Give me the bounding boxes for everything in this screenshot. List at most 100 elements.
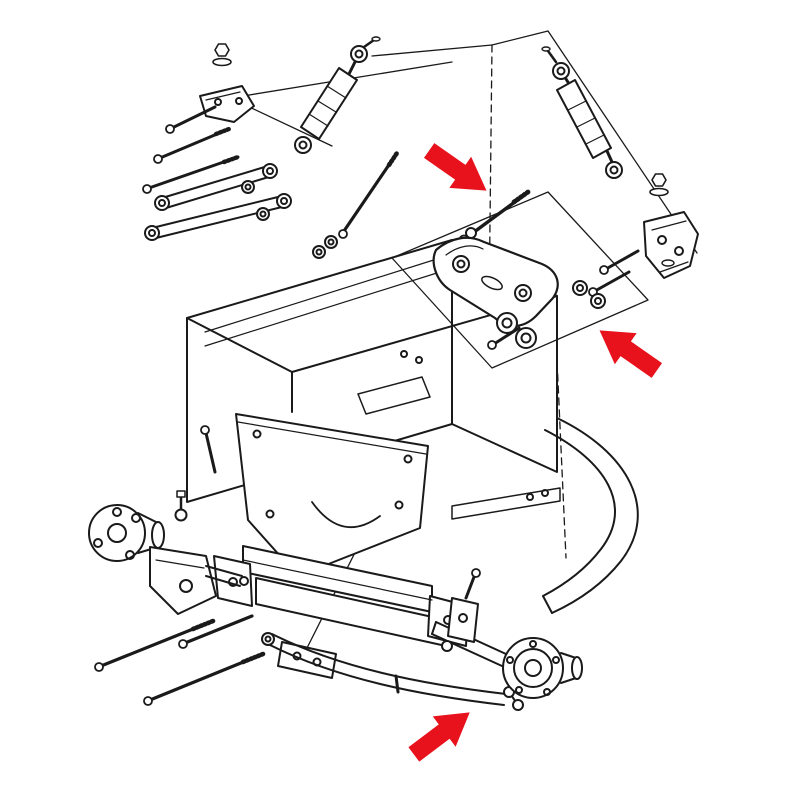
bolt-threads: [386, 150, 400, 168]
bracket-fold: [445, 245, 484, 256]
wheel-stud: [543, 688, 551, 696]
center-long-bolt: [312, 150, 400, 259]
leader-line: [242, 103, 333, 147]
bracket-hole: [657, 235, 667, 245]
spring-mount-plate: [277, 641, 337, 679]
arrow-shape: [408, 712, 470, 762]
bolt-head: [143, 696, 153, 706]
hub-cylinder-end: [571, 656, 583, 680]
washer: [256, 207, 270, 221]
washer-bore: [259, 210, 267, 218]
rail-outer-edge: [551, 417, 639, 614]
bolt-head: [153, 154, 163, 164]
hub-flange: [502, 637, 564, 699]
frame-crossmember: [213, 545, 469, 679]
plate-hole: [252, 429, 262, 439]
tie-rod-end: [441, 640, 453, 652]
axle-beam-edge: [431, 633, 503, 667]
bolt-head: [200, 425, 210, 435]
spindle-hole: [179, 579, 193, 593]
lock-nut: [651, 173, 667, 187]
shock-body: [300, 67, 358, 140]
front-shock-absorber-right: [541, 46, 623, 179]
shock-rod: [347, 60, 357, 76]
line-art: [88, 30, 699, 711]
bushing: [515, 327, 537, 349]
hub-center: [524, 659, 542, 677]
shock-rib: [308, 113, 329, 127]
wheel-stud: [93, 538, 103, 548]
bracket-slot: [661, 259, 675, 267]
bolt-head: [165, 124, 175, 134]
curved-frame-rail: [451, 417, 639, 614]
bracket-eye-bore: [518, 288, 528, 298]
washer: [324, 235, 338, 249]
washer-bore: [315, 248, 323, 256]
lower-mounting-bolts: [94, 614, 266, 706]
plate-hole: [394, 500, 404, 510]
bolt-head: [599, 265, 609, 275]
shock-rib: [317, 100, 337, 113]
washer: [590, 293, 606, 309]
bracket-slot: [481, 275, 503, 291]
bolt-shaft: [604, 249, 640, 271]
hub-center: [107, 523, 127, 543]
shock-mount-bracket-assembly: [391, 189, 649, 369]
rail-hole: [541, 489, 549, 497]
shock-rib: [576, 117, 596, 128]
nut-washer: [212, 57, 232, 67]
hub-cylinder-edge: [560, 677, 577, 684]
rail-end: [542, 595, 553, 614]
washer: [465, 227, 477, 239]
arm-bushing-bore: [266, 167, 274, 175]
bolt-threads: [221, 154, 241, 165]
arm-bushing: [144, 225, 160, 241]
shock-rod: [605, 149, 614, 164]
frame-hole: [400, 350, 408, 358]
arm-bushing: [276, 193, 292, 209]
frame-hole: [415, 356, 423, 364]
shock-body: [556, 79, 612, 159]
bolt-shaft: [170, 105, 217, 130]
ball-joint-nut: [176, 490, 186, 498]
bushing-bore: [520, 332, 532, 344]
shock-rib: [567, 100, 587, 111]
washer-bore: [244, 183, 252, 191]
frame-detail-line: [204, 271, 441, 347]
bracket-eye: [514, 284, 532, 302]
arm-bushing-bore: [280, 197, 288, 205]
side-mount-bracket-assembly: [572, 173, 699, 309]
nut-washer: [649, 187, 669, 197]
front-shock-absorber-left: [294, 36, 381, 154]
spindle-upright: [447, 597, 479, 643]
leader-line: [371, 44, 493, 57]
wheel-stud: [125, 550, 135, 560]
spindle-hole: [458, 613, 468, 623]
bracket-fold: [659, 261, 689, 273]
wheel-stud: [515, 686, 523, 694]
wheel-stud: [131, 513, 141, 523]
shock-eyelet: [552, 62, 570, 80]
bracket-fold: [155, 559, 205, 569]
bracket-fold: [205, 91, 241, 101]
shackle-pin: [512, 699, 524, 711]
arrow-shape: [599, 330, 663, 378]
lock-nut: [214, 43, 230, 57]
skid-plate-edge: [237, 421, 427, 455]
shock-eyelet-bore: [354, 49, 364, 59]
bolt-shaft: [593, 270, 631, 293]
frame-access-hole: [357, 376, 431, 415]
bushing-bore: [501, 317, 513, 329]
bracket-hole: [674, 246, 684, 256]
washer: [312, 245, 326, 259]
stud-washer: [371, 36, 381, 42]
bolt-head: [94, 662, 104, 672]
stud-washer: [541, 46, 551, 52]
bracket-eye-bore: [456, 259, 466, 269]
arm-bushing-bore: [158, 199, 166, 207]
steering-arm-edge: [205, 575, 241, 587]
rail-inner-edge: [542, 429, 616, 597]
bracket-fold: [651, 220, 687, 231]
shock-rib: [585, 134, 605, 145]
